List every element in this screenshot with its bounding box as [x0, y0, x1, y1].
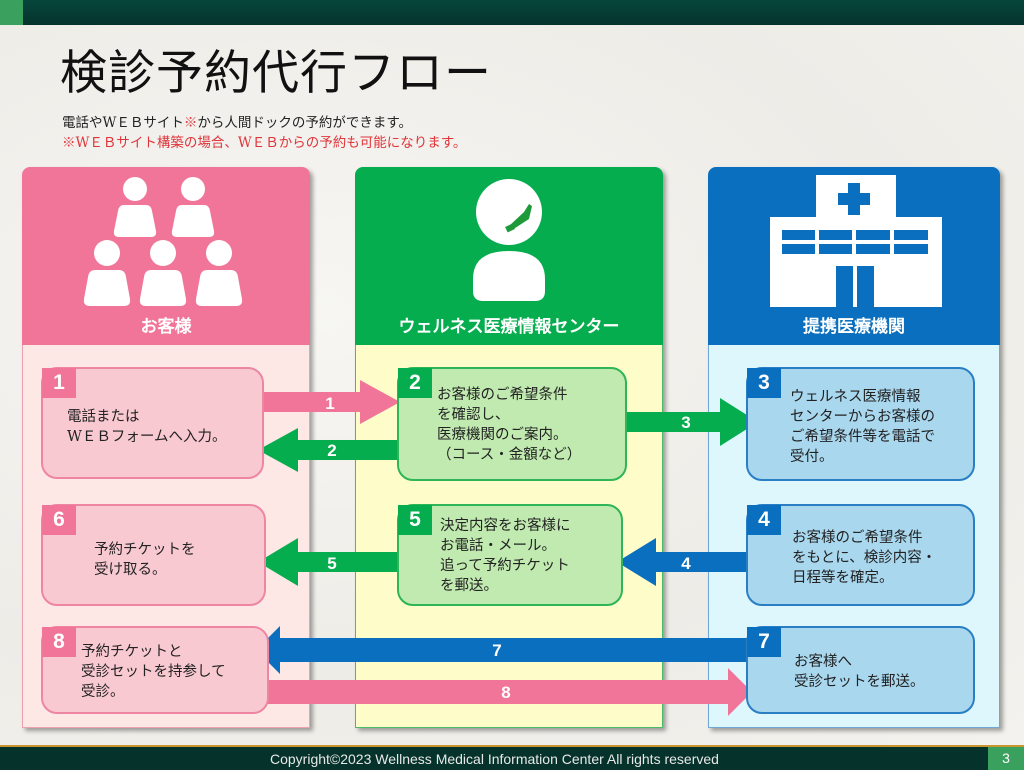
subtitle-note: ※WＥＢサイト構築の場合、WＥＢからの予約も可能になります。: [62, 135, 467, 151]
step-box-1: 1 電話または WＥＢフォームへ入力。: [41, 367, 264, 479]
page-number: 3: [988, 747, 1024, 770]
people-group-icon: [83, 177, 243, 306]
column-header-hospital: 提携医療機関: [708, 167, 1000, 345]
step-number-3: 3: [747, 368, 781, 398]
step-number-7: 7: [747, 627, 781, 657]
step-number-2: 2: [398, 368, 432, 398]
step-number-5: 5: [398, 505, 432, 535]
step-box-4: 4 お客様のご希望条件 をもとに、検診内容・ 日程等を確定。: [746, 504, 975, 606]
top-bar-accent: [0, 0, 23, 25]
person-icon: [83, 240, 131, 306]
person-icon: [139, 240, 187, 306]
column-label-hospital: 提携医療機関: [803, 317, 905, 337]
column-header-customer: お客様: [22, 167, 310, 345]
hospital-icon: [770, 175, 942, 307]
footer-bar: Copyright©2023 Wellness Medical Informat…: [0, 745, 1024, 770]
step-number-1: 1: [42, 368, 76, 398]
step-text-3: ウェルネス医療情報 センターからお客様の ご希望条件等を電話で 受付。: [790, 389, 935, 465]
person-icon: [113, 177, 157, 237]
person-icon: [195, 240, 243, 306]
step-text-6: 予約チケットを 受け取る。: [94, 542, 196, 578]
subtitle-prefix: 電話やWＥＢサイト: [62, 115, 184, 131]
step-text-7: お客様へ 受診セットを郵送。: [794, 654, 925, 690]
copyright-text: Copyright©2023 Wellness Medical Informat…: [270, 751, 719, 767]
step-box-6: 6 予約チケットを 受け取る。: [41, 504, 266, 606]
step-box-2: 2 お客様のご希望条件 を確認し、 医療機関のご案内。 （コース・金額など）: [397, 367, 627, 481]
column-label-customer: お客様: [140, 317, 192, 337]
operator-headset-icon: [473, 179, 545, 301]
subtitle: 電話やWＥＢサイト※から人間ドックの予約ができます。: [62, 111, 412, 131]
step-box-5: 5 決定内容をお客様に お電話・メール。 追って予約チケット を郵送。: [397, 504, 623, 606]
step-number-8: 8: [42, 627, 76, 657]
column-header-center: ウェルネス医療情報センター: [355, 167, 663, 345]
step-number-6: 6: [42, 505, 76, 535]
step-box-7: 7 お客様へ 受診セットを郵送。: [746, 626, 975, 714]
column-label-center: ウェルネス医療情報センター: [398, 317, 620, 337]
step-text-4: お客様のご希望条件 をもとに、検診内容・ 日程等を確定。: [792, 530, 937, 586]
step-text-2: お客様のご希望条件 を確認し、 医療機関のご案内。 （コース・金額など）: [437, 387, 582, 463]
page-title: 検診予約代行フロー: [60, 46, 492, 101]
subtitle-mark: ※: [183, 115, 198, 131]
step-text-1: 電話または WＥＢフォームへ入力。: [67, 409, 227, 445]
step-box-8: 8 予約チケットと 受診セットを持参して 受診。: [41, 626, 269, 714]
step-text-8: 予約チケットと 受診セットを持参して 受診。: [81, 644, 226, 700]
person-icon: [171, 177, 215, 237]
top-bar: [0, 0, 1024, 25]
step-number-4: 4: [747, 505, 781, 535]
subtitle-suffix: から人間ドックの予約ができます。: [197, 115, 413, 131]
step-text-5: 決定内容をお客様に お電話・メール。 追って予約チケット を郵送。: [440, 518, 571, 594]
step-box-3: 3 ウェルネス医療情報 センターからお客様の ご希望条件等を電話で 受付。: [746, 367, 975, 481]
